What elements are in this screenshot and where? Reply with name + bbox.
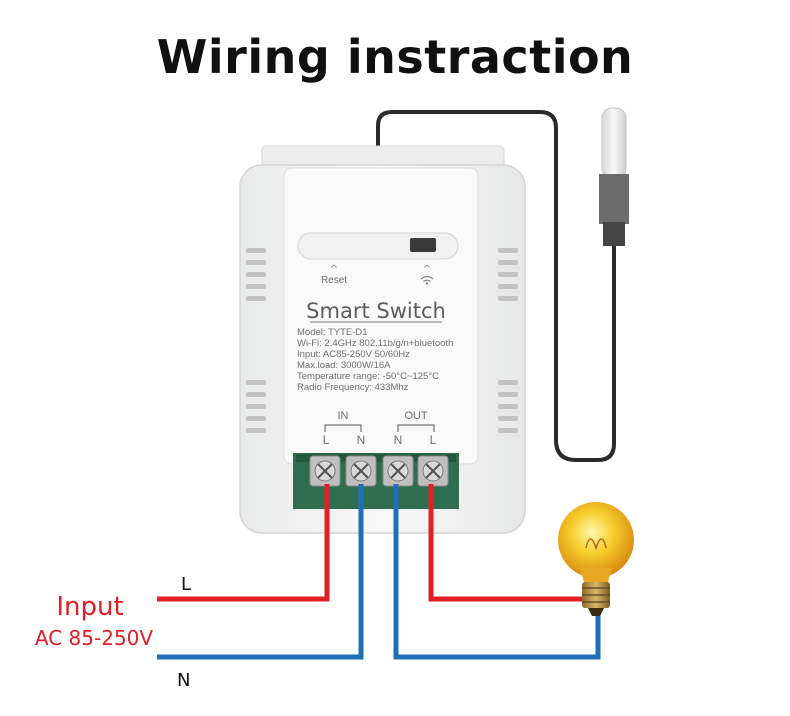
- input-range-label: AC 85-250V: [35, 626, 153, 650]
- input-neutral-wire: [157, 484, 364, 660]
- terminal-label-in-l: L: [323, 433, 330, 447]
- vents-left: [246, 248, 266, 433]
- vents-right: [498, 248, 518, 433]
- wifi-icon: [420, 275, 434, 283]
- spec-line-4: Temperature range: -50°C~125°C: [297, 371, 439, 382]
- sensor-cable: [376, 110, 616, 462]
- neutral-wire-label: N: [177, 670, 190, 691]
- terminal-label-in-n: N: [357, 433, 366, 447]
- spec-line-2: Input: AC85-250V 50/60Hz: [297, 349, 410, 360]
- spec-line-0: Model: TYTE-D1: [297, 327, 368, 338]
- spec-line-5: Radio Frequency: 433Mhz: [297, 382, 409, 393]
- wifi-caret-icon: ^: [423, 264, 431, 275]
- out-label: OUT: [404, 410, 428, 422]
- terminal-label-out-n: N: [394, 433, 403, 447]
- reset-label: Reset: [321, 275, 347, 286]
- diagram-title: Wiring instraction: [156, 30, 634, 84]
- device-name: Smart Switch: [306, 299, 446, 323]
- input-label: Input: [56, 592, 123, 622]
- wiring-lines: [157, 484, 601, 660]
- temperature-probe: [599, 107, 629, 246]
- line-wire-label: L: [181, 574, 191, 595]
- spec-line-1: Wi-Fi: 2.4GHz 802.11b/g/n+bluetooth: [297, 338, 453, 349]
- light-bulb-icon: [558, 502, 634, 616]
- wifi-slide-switch[interactable]: [410, 238, 436, 252]
- output-neutral-wire: [393, 484, 601, 660]
- smart-switch-device: ^ Reset ^ Smart Switch Model: TYTE-D1 Wi…: [239, 145, 526, 534]
- reset-caret-icon: ^: [330, 264, 338, 275]
- input-line-wire: [157, 484, 330, 602]
- terminal-label-out-l: L: [430, 433, 437, 447]
- output-line-wire: [428, 484, 584, 602]
- in-label: IN: [338, 410, 349, 422]
- spec-line-3: Max.load: 3000W/16A: [297, 360, 391, 371]
